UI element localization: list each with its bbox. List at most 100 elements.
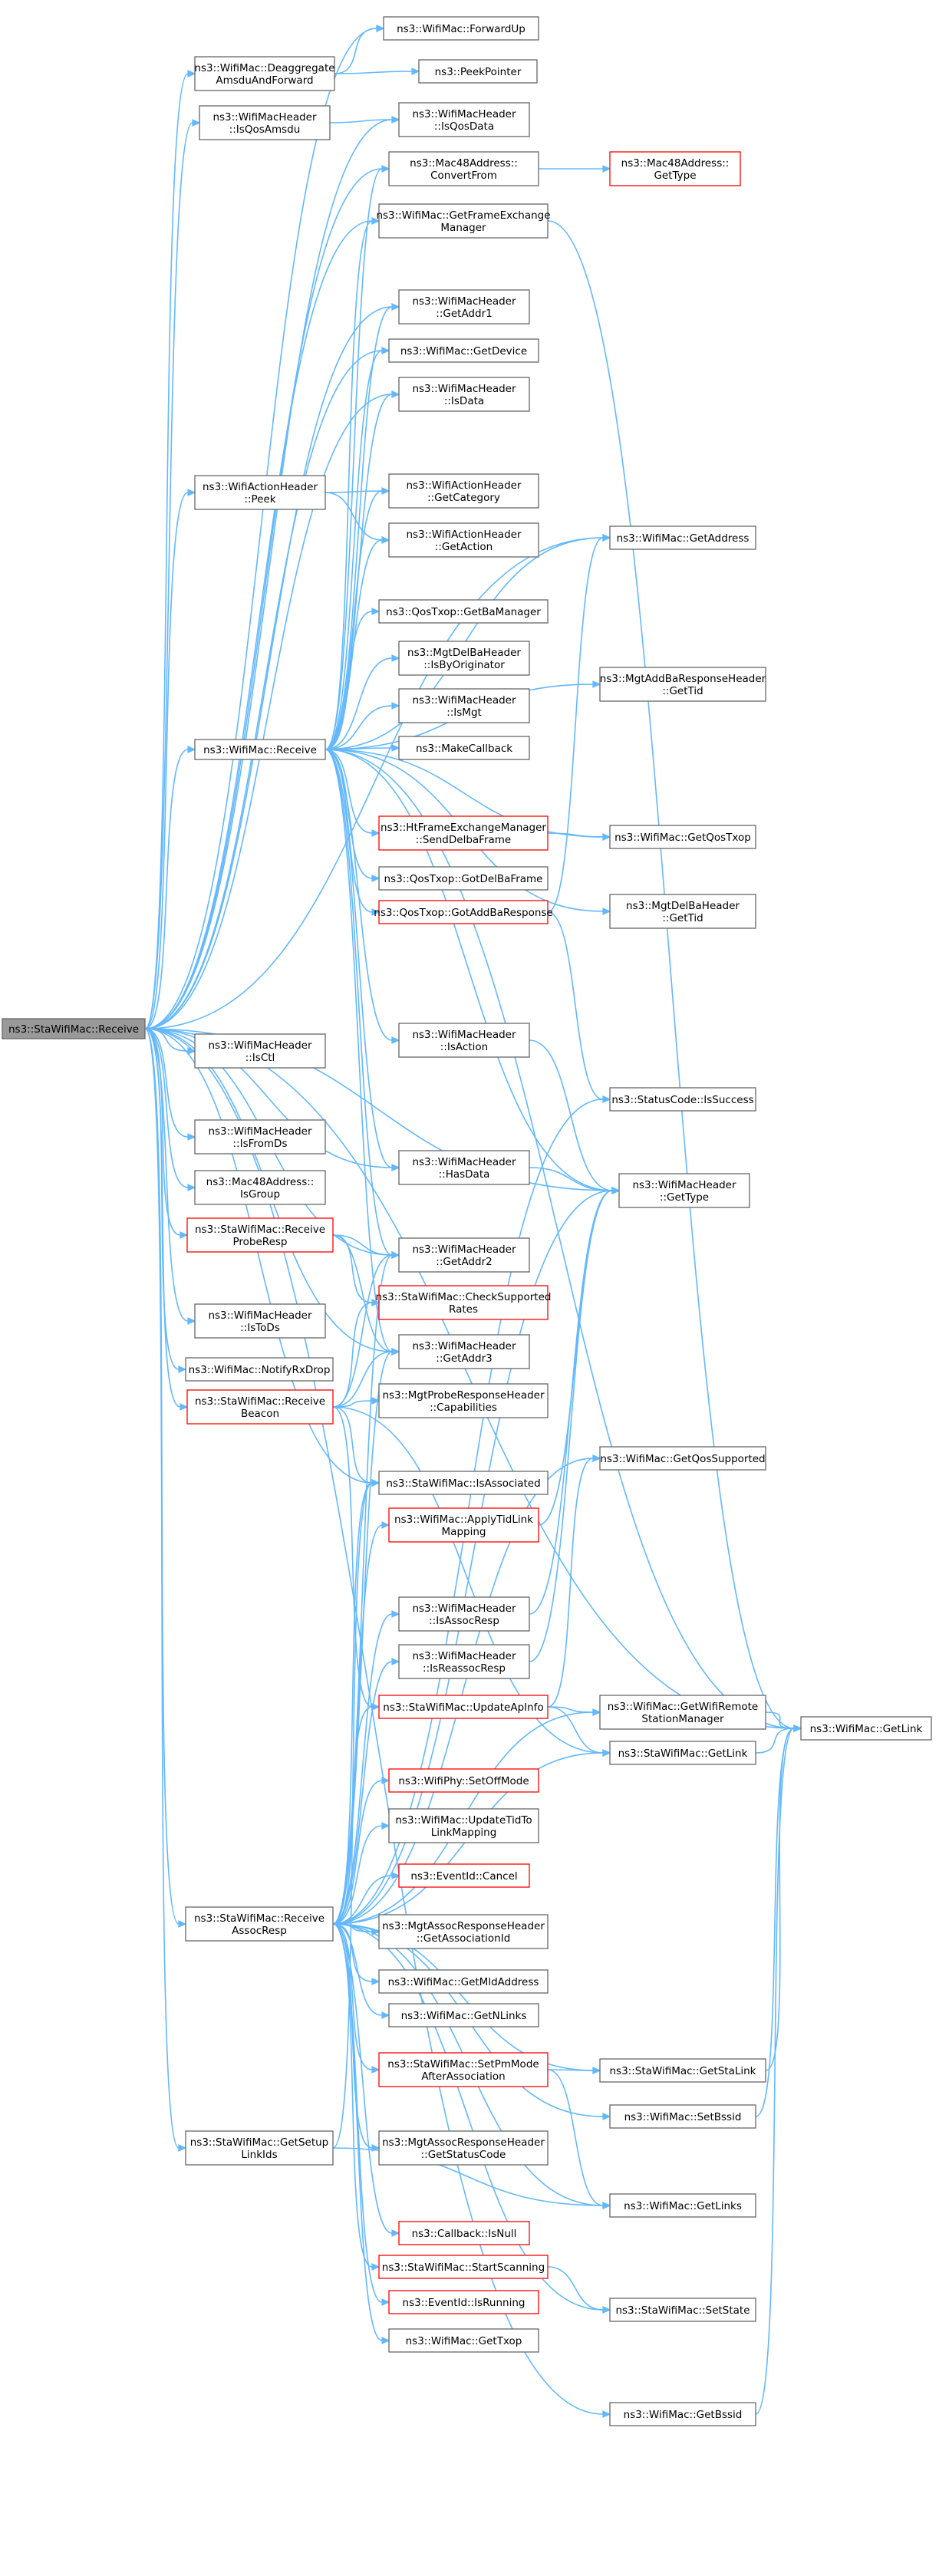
- node-setbssid[interactable]: ns3::WifiMac::SetBssid: [609, 2104, 756, 2129]
- node-gotdelba[interactable]: ns3::QosTxop::GotDelBaFrame: [378, 866, 549, 891]
- node-eventcancel[interactable]: ns3::EventId::Cancel: [398, 1863, 530, 1888]
- node-makecallback[interactable]: ns3::MakeCallback: [398, 736, 530, 760]
- node-getaddr1[interactable]: ns3::WifiMacHeader::GetAddr1: [398, 289, 530, 324]
- node-box: [398, 1863, 530, 1888]
- node-stagetlink[interactable]: ns3::StaWifiMac::GetLink: [609, 1741, 756, 1765]
- node-isdata[interactable]: ns3::WifiMacHeader::IsData: [398, 377, 530, 412]
- node-label: Mapping: [442, 1526, 486, 1538]
- node-getqossupported[interactable]: ns3::WifiMac::GetQosSupported: [599, 1446, 766, 1471]
- node-getcategory[interactable]: ns3::WifiActionHeader::GetCategory: [388, 473, 539, 509]
- node-label: ns3::WifiPhy::SetOffMode: [398, 1775, 529, 1787]
- call-edge-macreceive-to-getbamanager: [325, 608, 381, 750]
- node-isassociated[interactable]: ns3::StaWifiMac::IsAssociated: [378, 1471, 549, 1495]
- node-addbagettid[interactable]: ns3::MgtAddBaResponseHeader::GetTid: [599, 667, 766, 702]
- node-label: ns3::WifiMac::GetWifiRemote: [608, 1701, 758, 1713]
- node-actionpeek[interactable]: ns3::WifiActionHeader::Peek: [194, 475, 326, 510]
- node-box: [398, 1334, 530, 1369]
- node-convertfrom[interactable]: ns3::Mac48Address::ConvertFrom: [388, 151, 539, 186]
- node-getaddr3[interactable]: ns3::WifiMacHeader::GetAddr3: [398, 1334, 530, 1369]
- node-label: ns3::WifiMac::SetBssid: [624, 2111, 742, 2123]
- node-issuccess[interactable]: ns3::StatusCode::IsSuccess: [609, 1087, 756, 1112]
- node-isqosdata[interactable]: ns3::WifiMacHeader::IsQosData: [398, 102, 530, 137]
- node-label: ns3::WifiMac::GetNLinks: [401, 2010, 527, 2022]
- node-macreceive[interactable]: ns3::WifiMac::Receive: [194, 739, 326, 760]
- node-forwardup[interactable]: ns3::WifiMac::ForwardUp: [383, 16, 539, 41]
- call-edge-macreceive-to-hasdata: [325, 749, 400, 1171]
- node-hdrgettype[interactable]: ns3::WifiMacHeader::GetType: [618, 1173, 750, 1208]
- node-label: ::HasData: [439, 1168, 490, 1181]
- node-getaction[interactable]: ns3::WifiActionHeader::GetAction: [388, 522, 539, 558]
- node-label: Beacon: [241, 1408, 279, 1420]
- node-label: ns3::QosTxop::GotDelBaFrame: [384, 873, 542, 885]
- node-peekpointer[interactable]: ns3::PeekPointer: [418, 59, 538, 84]
- node-label: ns3::EventId::IsRunning: [403, 2297, 526, 2309]
- node-label: LinkIds: [241, 2149, 277, 2161]
- node-mac48gettype[interactable]: ns3::Mac48Address::GetType: [609, 151, 741, 186]
- node-label: ::IsData: [444, 395, 484, 407]
- node-gotaddba[interactable]: ns3::QosTxop::GotAddBaResponse: [374, 900, 553, 924]
- node-startscanning[interactable]: ns3::StaWifiMac::StartScanning: [378, 2255, 549, 2279]
- node-isrunning[interactable]: ns3::EventId::IsRunning: [388, 2290, 539, 2314]
- call-edge-getfem-to-wifigetlink: [547, 220, 802, 1732]
- node-box: [388, 1808, 539, 1843]
- node-getbamanager[interactable]: ns3::QosTxop::GetBaManager: [378, 599, 549, 624]
- node-gettxop[interactable]: ns3::WifiMac::GetTxop: [388, 2328, 539, 2353]
- node-box: [2, 1018, 146, 1039]
- node-isctl[interactable]: ns3::WifiMacHeader::IsCtl: [194, 1033, 326, 1069]
- node-box: [185, 1906, 334, 1942]
- node-box: [194, 475, 326, 510]
- node-capabilities[interactable]: ns3::MgtProbeResponseHeader::Capabilitie…: [378, 1383, 549, 1418]
- node-getstalink[interactable]: ns3::StaWifiMac::GetStaLink: [599, 2058, 766, 2083]
- node-setpm[interactable]: ns3::StaWifiMac::SetPmModeAfterAssociati…: [378, 2052, 549, 2087]
- node-getwrsm[interactable]: ns3::WifiMac::GetWifiRemoteStationManage…: [599, 1695, 766, 1730]
- node-root[interactable]: ns3::StaWifiMac::Receive: [2, 1018, 146, 1039]
- node-getnlinks[interactable]: ns3::WifiMac::GetNLinks: [388, 2003, 539, 2028]
- call-edge-setbssid-to-wifigetlink: [755, 1724, 802, 2117]
- node-label: ::IsToDs: [240, 1322, 280, 1334]
- node-isassocresp[interactable]: ns3::WifiMacHeader::IsAssocResp: [398, 1596, 530, 1632]
- node-getmld[interactable]: ns3::WifiMac::GetMldAddress: [378, 1969, 549, 1994]
- node-isbyoriginator[interactable]: ns3::MgtDelBaHeader::IsByOriginator: [398, 641, 530, 676]
- node-isfromds[interactable]: ns3::WifiMacHeader::IsFromDs: [194, 1119, 326, 1155]
- node-isqosamsdu[interactable]: ns3::WifiMacHeader::IsQosAmsdu: [199, 105, 331, 140]
- node-getqostxop[interactable]: ns3::WifiMac::GetQosTxop: [609, 825, 756, 849]
- node-getstatus[interactable]: ns3::MgtAssocResponseHeader::GetStatusCo…: [378, 2130, 549, 2166]
- node-isnull[interactable]: ns3::Callback::IsNull: [398, 2221, 530, 2245]
- node-isaction[interactable]: ns3::WifiMacHeader::IsAction: [398, 1023, 530, 1058]
- node-box: [398, 688, 530, 723]
- node-getbssid[interactable]: ns3::WifiMac::GetBssid: [609, 2402, 756, 2426]
- node-box: [378, 599, 549, 624]
- node-hasdata[interactable]: ns3::WifiMacHeader::HasData: [398, 1150, 530, 1185]
- node-updateapinfo[interactable]: ns3::StaWifiMac::UpdateApInfo: [378, 1695, 549, 1719]
- node-label: ns3::WifiMac::GetAddress: [617, 532, 750, 545]
- node-box: [599, 1446, 766, 1471]
- node-delbagettid[interactable]: ns3::MgtDelBaHeader::GetTid: [609, 894, 756, 929]
- node-getdevice[interactable]: ns3::WifiMac::GetDevice: [388, 338, 539, 363]
- node-senddelba[interactable]: ns3::HtFrameExchangeManager::SendDelbaFr…: [378, 815, 549, 851]
- node-setstate[interactable]: ns3::StaWifiMac::SetState: [609, 2298, 756, 2322]
- node-ismgt[interactable]: ns3::WifiMacHeader::IsMgt: [398, 688, 530, 723]
- node-box: [388, 338, 539, 363]
- node-setoffmode[interactable]: ns3::WifiPhy::SetOffMode: [388, 1768, 539, 1793]
- node-isgroup[interactable]: ns3::Mac48Address::IsGroup: [194, 1170, 326, 1205]
- node-getlinks[interactable]: ns3::WifiMac::GetLinks: [609, 2193, 756, 2218]
- node-notifyrxdrop[interactable]: ns3::WifiMac::NotifyRxDrop: [185, 1357, 334, 1382]
- node-label: IsGroup: [240, 1188, 280, 1201]
- node-istods[interactable]: ns3::WifiMacHeader::IsToDs: [194, 1303, 326, 1339]
- node-label: ns3::WifiMacHeader: [412, 1603, 516, 1615]
- node-getaddr2[interactable]: ns3::WifiMacHeader::GetAddr2: [398, 1237, 530, 1273]
- node-getaddress[interactable]: ns3::WifiMac::GetAddress: [609, 525, 756, 550]
- node-getassocid[interactable]: ns3::MgtAssocResponseHeader::GetAssociat…: [378, 1914, 549, 1949]
- node-box: [378, 1969, 549, 1994]
- node-wifigetlink[interactable]: ns3::WifiMac::GetLink: [800, 1716, 932, 1741]
- node-isreassocresp[interactable]: ns3::WifiMacHeader::IsReassocResp: [398, 1644, 530, 1679]
